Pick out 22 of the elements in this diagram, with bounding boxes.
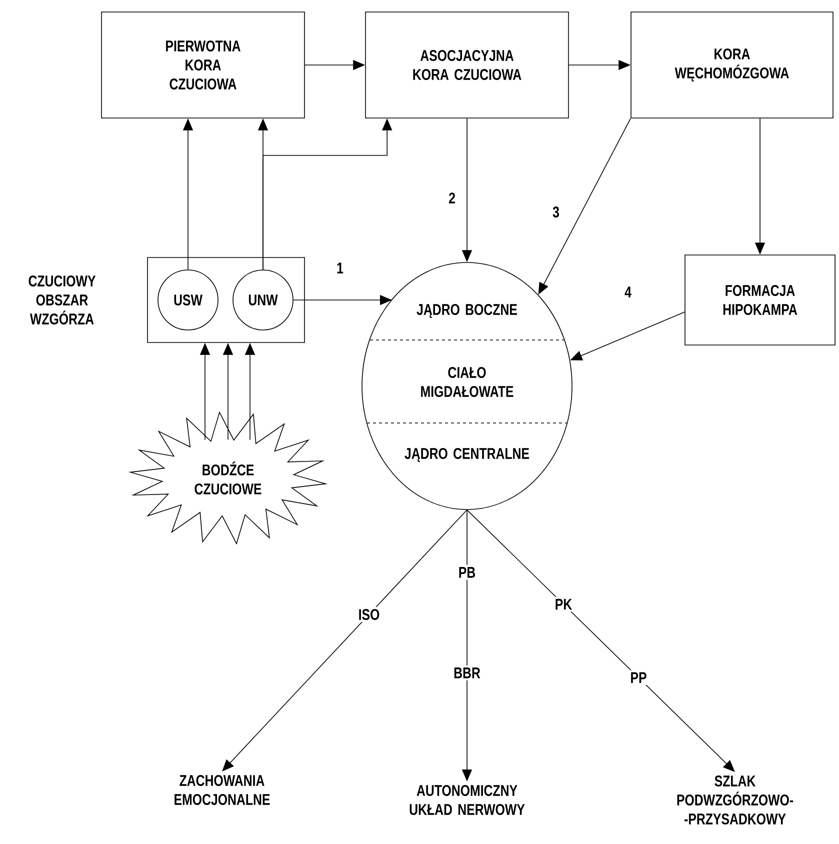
target-text: SZLAK PODWZGÓRZOWO- -PRZYSADKOWY — [677, 776, 794, 824]
region-text: JĄDRO BOCZNE — [416, 304, 517, 318]
target-text: ZACHOWANIA EMOCJONALNE — [174, 775, 270, 805]
pathway-label: PP — [628, 670, 649, 685]
process-box: KORA WĘCHOMÓZGOWA — [630, 12, 834, 118]
arrow — [222, 510, 468, 772]
edge-label: 3 — [552, 206, 559, 218]
target-text: AUTONOMICZNY UKŁAD NERWOWY — [410, 785, 525, 815]
edge-label: ISO — [356, 607, 382, 622]
process-box: ASOCJACYJNA KORA CZUCIOWA — [365, 12, 569, 118]
region-text: JĄDRO CENTRALNE — [404, 448, 530, 462]
process-box: FORMACJA HIPOKAMPA — [684, 254, 836, 346]
edge-label: PK — [552, 596, 574, 612]
pathway-label: BBR — [452, 666, 482, 680]
edge-label: 4 — [624, 286, 632, 298]
edge-label: PB — [456, 565, 478, 580]
group-heading: CZUCIOWY OBSZAR WZGÓRZA — [28, 276, 96, 324]
process-box: PIERWOTNA KORA CZUCIOWA — [101, 12, 305, 118]
region-text: CIAŁO MIGDAŁOWATE — [421, 367, 514, 397]
arrow — [466, 510, 735, 772]
edge-label: 1 — [337, 262, 344, 274]
edge-label: 2 — [448, 192, 455, 204]
